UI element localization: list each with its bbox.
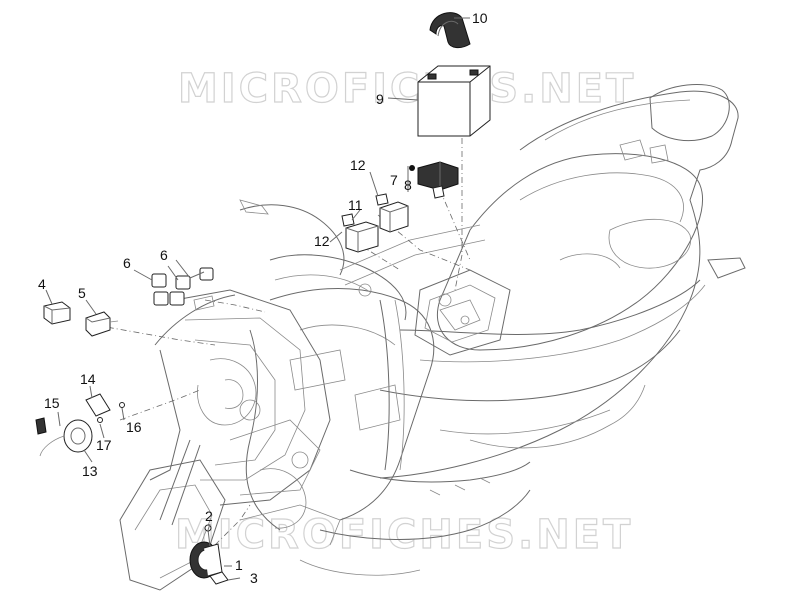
callout-2: 2	[205, 508, 213, 524]
part-5-flasher	[85, 311, 119, 337]
callout-7: 7	[390, 172, 398, 188]
callout-17: 17	[96, 437, 112, 453]
callout-leaders	[45, 17, 470, 581]
callout-6-left: 6	[123, 255, 131, 271]
callout-9: 9	[376, 91, 384, 107]
callout-8: 8	[404, 177, 412, 193]
callout-4: 4	[38, 276, 46, 292]
part-10-battery-strap	[429, 12, 471, 49]
callout-15: 15	[44, 395, 60, 411]
part-6-small-relays	[151, 267, 215, 311]
callout-labels: 10 9 7 8 12 11 12 6 6 4 5 14 15 16 17 13…	[38, 10, 488, 586]
callout-10: 10	[472, 10, 488, 26]
part-8-fuse	[432, 185, 445, 199]
part-7-fuse-holder	[409, 161, 459, 191]
callout-5: 5	[78, 285, 86, 301]
part-4-connector-box	[43, 301, 71, 325]
callout-11: 11	[348, 197, 363, 213]
part-14-bracket	[85, 393, 111, 417]
part-11-relays	[345, 201, 409, 253]
callout-1: 1	[235, 557, 243, 573]
part-12-relay-supports	[341, 193, 389, 227]
callout-16: 16	[126, 419, 142, 435]
part-9-battery	[417, 65, 491, 137]
part-13-horn-rear	[39, 419, 93, 457]
callout-12-bottom: 12	[314, 233, 330, 249]
part-17-nut	[97, 417, 103, 423]
callout-14: 14	[80, 371, 96, 387]
leader-lines	[94, 138, 471, 546]
watermark-bottom: MICROFICHES.NET	[175, 512, 633, 558]
part-16-screw	[119, 402, 125, 408]
part-1-front-horn	[189, 541, 223, 579]
callout-13: 13	[82, 463, 98, 479]
callout-3: 3	[250, 570, 258, 586]
part-15-connector	[35, 417, 47, 435]
scooter-frame-drawing	[119, 84, 746, 591]
callout-12-top: 12	[350, 157, 366, 173]
watermark-top: MICROFICHES.NET	[178, 66, 636, 112]
callout-6-right: 6	[160, 247, 168, 263]
